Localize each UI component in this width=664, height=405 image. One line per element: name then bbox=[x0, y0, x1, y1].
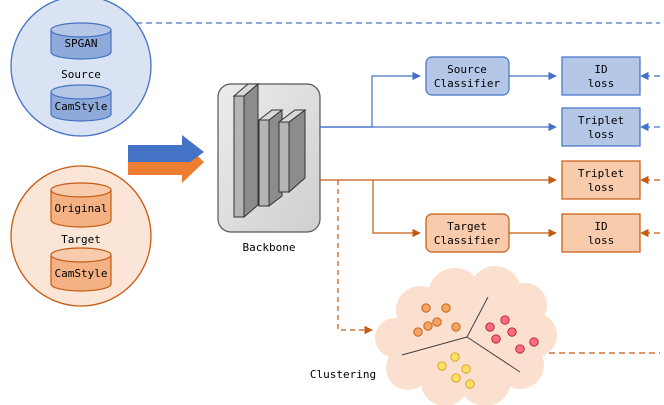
backbone: Backbone bbox=[217, 82, 321, 254]
target-original-dataset-icon bbox=[50, 182, 112, 228]
input-arrow-icon bbox=[128, 135, 204, 183]
target-classifier-box bbox=[425, 213, 510, 253]
cnn-layers-icon bbox=[232, 82, 307, 219]
cluster-point-orange bbox=[413, 327, 423, 337]
cluster-point-red bbox=[529, 337, 539, 347]
target-triplet-loss-box bbox=[561, 160, 641, 200]
target-dataset-label-2: CamStyle bbox=[55, 267, 108, 280]
cluster-point-orange bbox=[421, 303, 431, 313]
source-classifier-line2: Classifier bbox=[434, 77, 501, 90]
source-spgan-dataset-icon bbox=[50, 22, 112, 60]
cluster-point-yellow bbox=[465, 379, 475, 389]
cluster-points bbox=[413, 303, 539, 389]
target-flow-lines bbox=[320, 175, 660, 354]
cluster-point-red bbox=[507, 327, 517, 337]
clustering-cloud: Clustering bbox=[310, 266, 557, 405]
clustering-label: Clustering bbox=[310, 368, 376, 381]
cluster-point-red bbox=[500, 315, 510, 325]
target-id-loss-line2: loss bbox=[588, 234, 615, 247]
cluster-boundaries bbox=[401, 296, 521, 373]
target-id-loss-box bbox=[561, 213, 641, 253]
cluster-point-yellow bbox=[461, 364, 471, 374]
target-domain-circle bbox=[10, 165, 152, 307]
cluster-point-red bbox=[491, 334, 501, 344]
cluster-point-yellow bbox=[450, 352, 460, 362]
source-triplet-loss-line2: loss bbox=[588, 128, 615, 141]
cluster-point-yellow bbox=[451, 373, 461, 383]
source-dataset-label-1: SPGAN bbox=[64, 37, 97, 50]
source-triplet-loss: Triplet loss bbox=[561, 107, 641, 147]
cluster-point-red bbox=[485, 322, 495, 332]
source-triplet-loss-box bbox=[561, 107, 641, 147]
source-flow-lines bbox=[136, 22, 660, 132]
target-domain: Original Target CamStyle bbox=[10, 165, 152, 307]
cluster-point-orange bbox=[441, 303, 451, 313]
cluster-point-red bbox=[515, 344, 525, 354]
target-id-loss-line1: ID bbox=[594, 220, 607, 233]
source-classifier-box bbox=[425, 56, 510, 96]
backbone-label: Backbone bbox=[243, 241, 296, 254]
target-classifier: Target Classifier bbox=[425, 213, 510, 253]
cluster-point-orange bbox=[423, 321, 433, 331]
source-classifier-line1: Source bbox=[447, 63, 487, 76]
source-id-loss-line1: ID bbox=[594, 63, 607, 76]
source-label: Source bbox=[61, 68, 101, 81]
source-domain-circle bbox=[10, 0, 152, 137]
target-camstyle-dataset-icon bbox=[50, 247, 112, 292]
target-triplet-loss-line1: Triplet bbox=[578, 167, 624, 180]
source-classifier: Source Classifier bbox=[425, 56, 510, 96]
target-label: Target bbox=[61, 233, 101, 246]
cluster-point-orange bbox=[451, 322, 461, 332]
target-triplet-loss: Triplet loss bbox=[561, 160, 641, 200]
target-triplet-loss-line2: loss bbox=[588, 181, 615, 194]
target-classifier-line2: Classifier bbox=[434, 234, 501, 247]
source-triplet-loss-line1: Triplet bbox=[578, 114, 624, 127]
source-id-loss: ID loss bbox=[561, 56, 641, 96]
target-classifier-line1: Target bbox=[447, 220, 487, 233]
target-id-loss: ID loss bbox=[561, 213, 641, 253]
source-camstyle-dataset-icon bbox=[50, 84, 112, 122]
source-dataset-label-2: CamStyle bbox=[55, 100, 108, 113]
cluster-point-orange bbox=[432, 317, 442, 327]
source-id-loss-box bbox=[561, 56, 641, 96]
source-id-loss-line2: loss bbox=[588, 77, 615, 90]
source-domain: SPGAN Source CamStyle bbox=[10, 0, 152, 137]
target-dataset-label-1: Original bbox=[55, 202, 108, 215]
cluster-point-yellow bbox=[437, 361, 447, 371]
